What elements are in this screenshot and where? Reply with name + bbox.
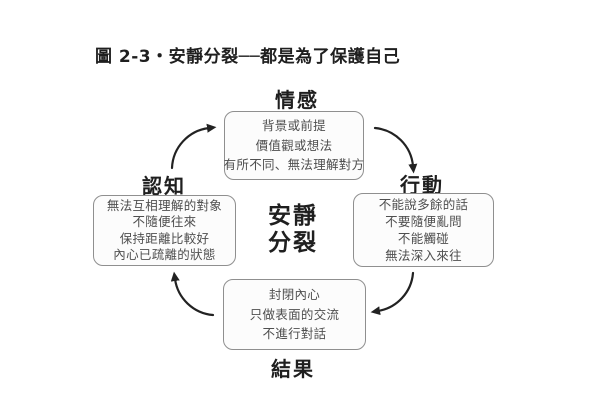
box-line: 無法深入來往 — [385, 248, 462, 263]
box-line: 不要隨便亂問 — [385, 214, 462, 229]
center-label-line2: 分裂 — [268, 230, 318, 256]
node-label-cognition: 認知 — [142, 174, 186, 198]
box-line: 不能觸碰 — [397, 231, 450, 246]
box-line: 不能說多餘的話 — [378, 197, 469, 212]
node-box-result: 封閉內心 只做表面的交流 不進行對話 — [223, 279, 366, 350]
arrow-cognition-to-emotion-icon — [170, 123, 217, 170]
node-box-cognition: 無法互相理解的對象 不隨便往來 保持距離比較好 內心已疏離的狀態 — [93, 195, 236, 266]
arrow-result-to-cognition-icon — [170, 271, 215, 317]
box-line: 無法互相理解的對象 — [106, 197, 223, 213]
box-line: 不隨便往來 — [132, 214, 197, 229]
arrow-action-to-result-icon — [370, 271, 415, 316]
node-box-emotion: 背景或前提 價值觀或想法 有所不同、無法理解對方 — [224, 111, 364, 180]
node-label-emotion: 情感 — [275, 88, 319, 112]
figure-title: 圖 2-3・安靜分裂──都是為了保護自己 — [95, 47, 401, 67]
node-label-result: 結果 — [271, 357, 315, 381]
node-box-action: 不能說多餘的話 不要隨便亂問 不能觸碰 無法深入來往 — [353, 193, 494, 267]
box-line: 保持距離比較好 — [119, 230, 210, 246]
arrow-emotion-to-action-icon — [373, 126, 418, 174]
box-line: 內心已疏離的狀態 — [113, 247, 216, 262]
box-line: 不進行對話 — [262, 326, 327, 342]
box-line: 封閉內心 — [268, 287, 321, 303]
box-line: 有所不同、無法理解對方 — [223, 157, 365, 173]
box-line: 只做表面的交流 — [249, 306, 340, 322]
box-line: 價值觀或想法 — [255, 137, 333, 153]
center-label: 安靜 分裂 — [251, 203, 335, 257]
center-label-line1: 安靜 — [268, 203, 318, 229]
box-line: 背景或前提 — [261, 118, 326, 134]
